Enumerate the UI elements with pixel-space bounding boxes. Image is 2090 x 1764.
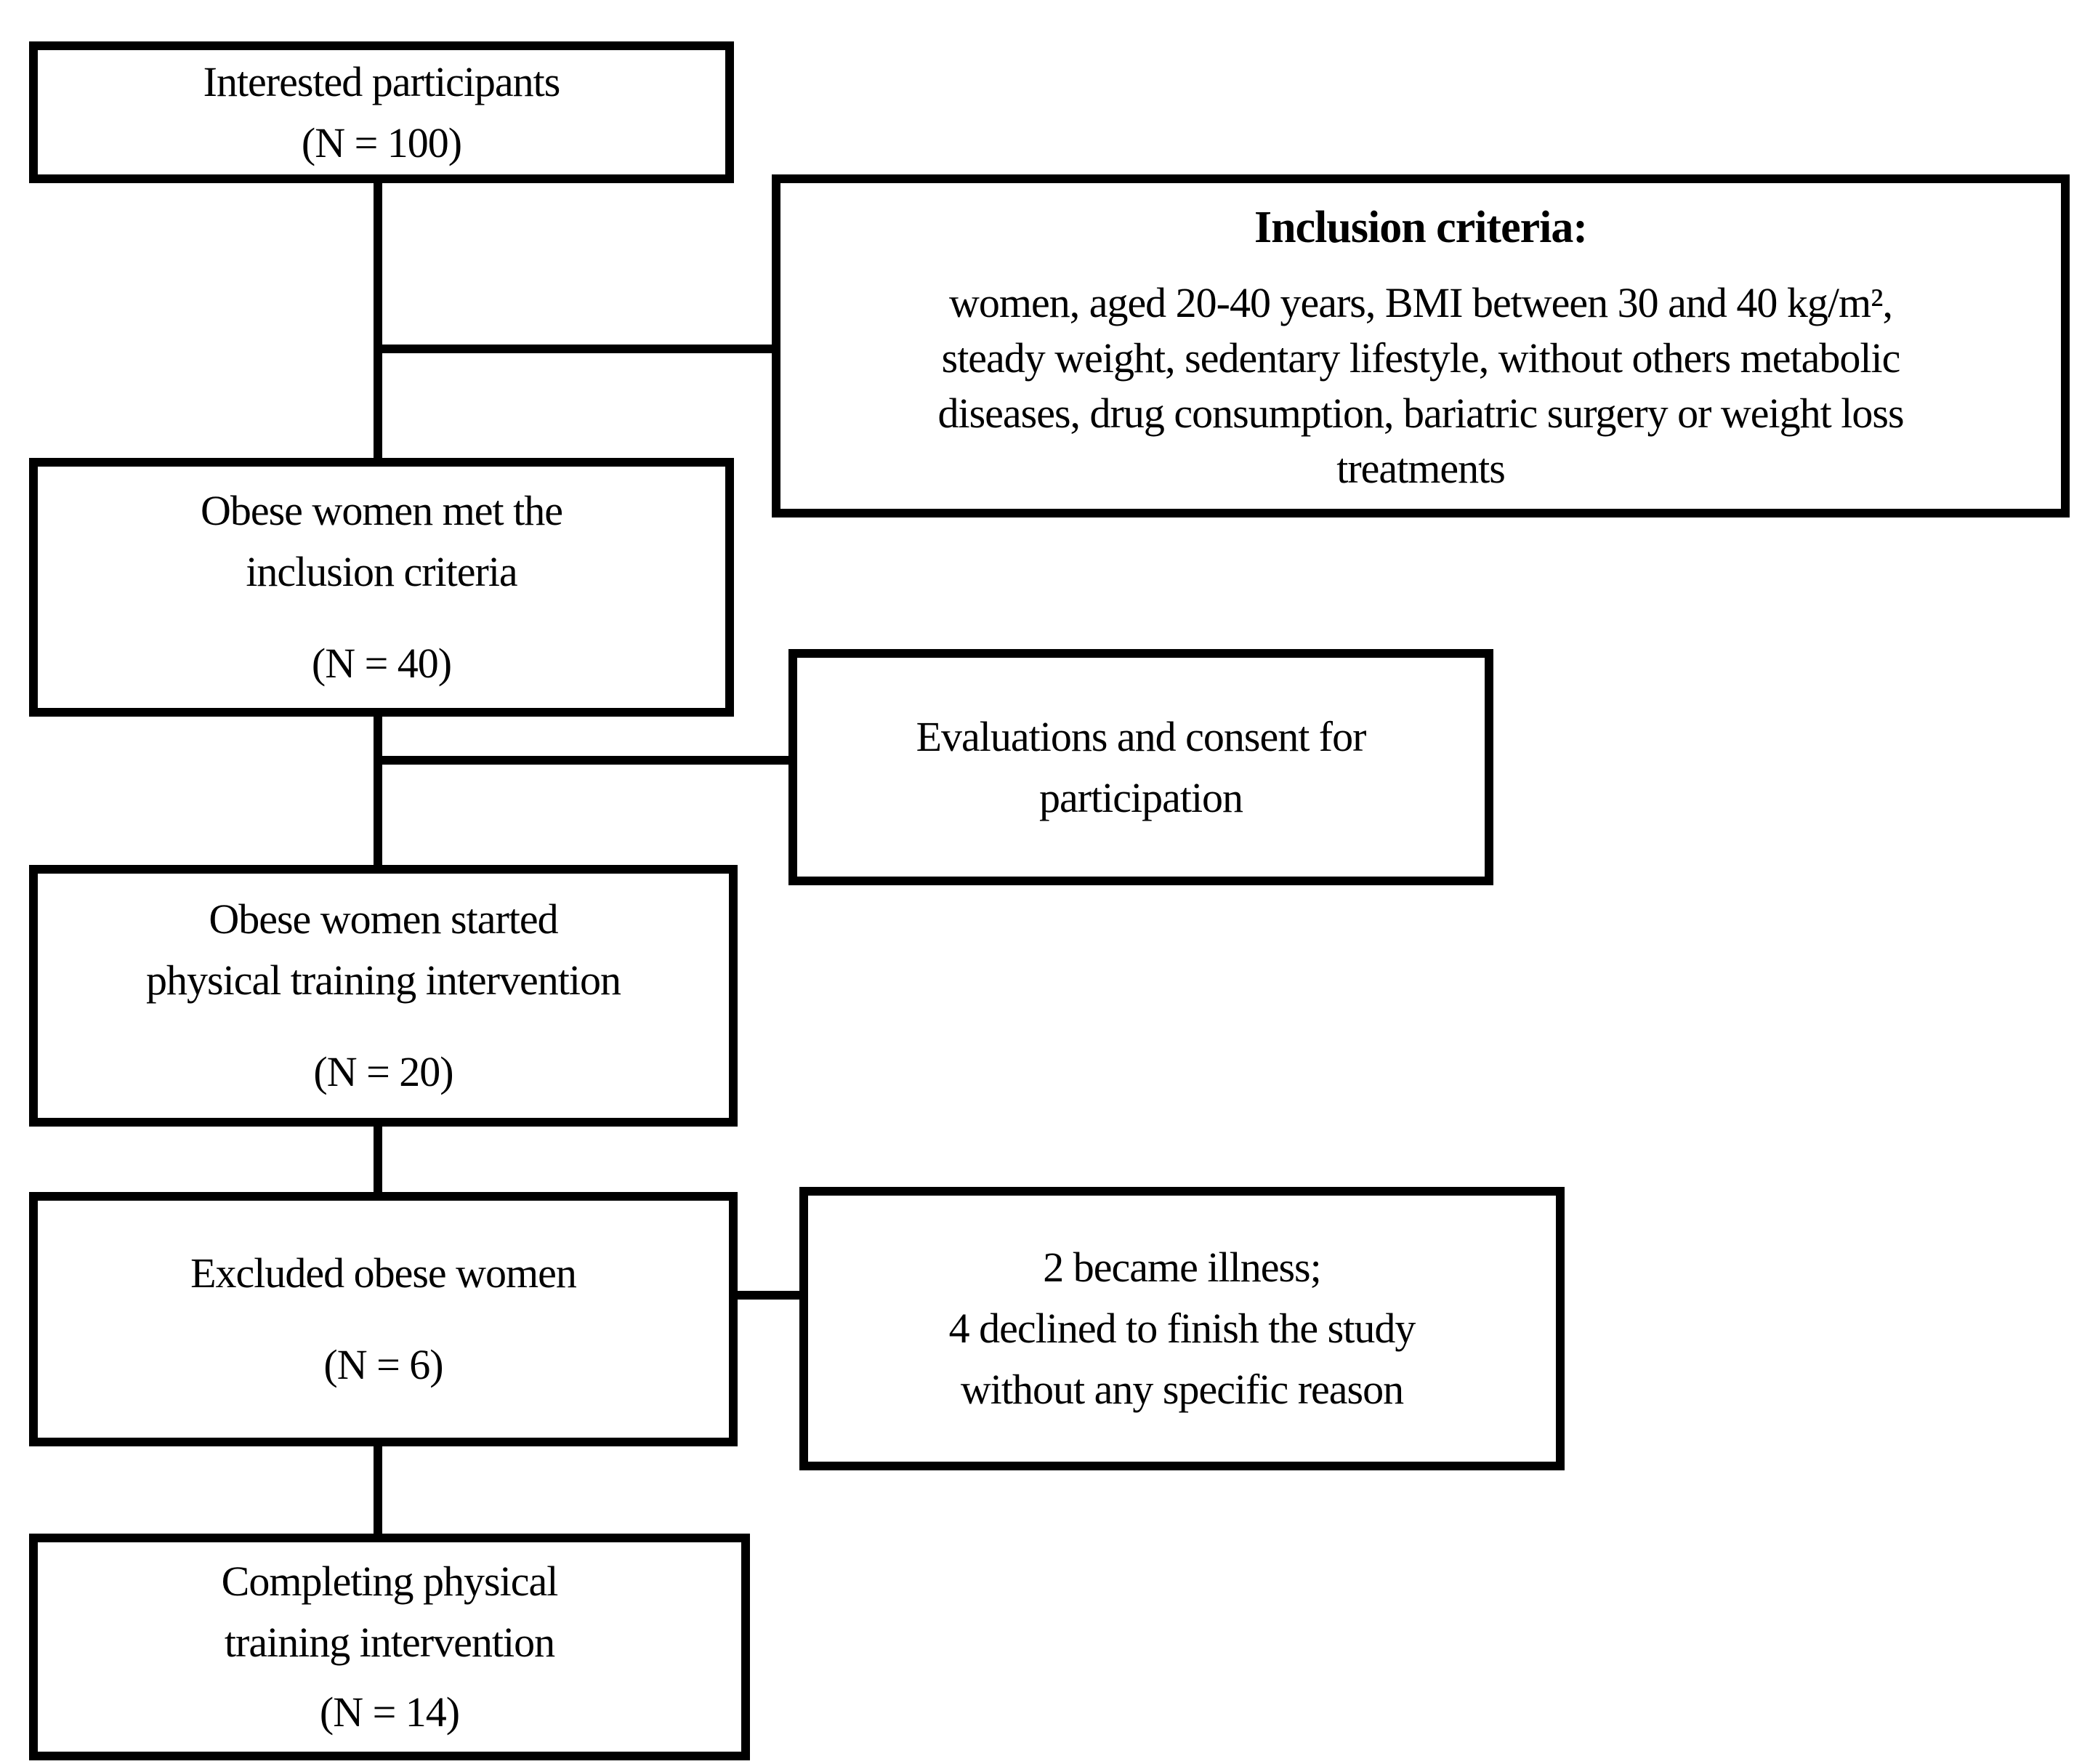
node-exclusion-reasons: 2 became illness; 4 declined to finish t… [799, 1187, 1565, 1470]
node-count: (N = 20) [313, 1048, 453, 1095]
node-count: (N = 100) [301, 118, 462, 166]
criteria-line: treatments [1336, 445, 1506, 492]
node-label: Completing physical [221, 1558, 559, 1605]
connector-branch-inclusion-criteria [374, 345, 778, 353]
node-completing-intervention: Completing physical training interventio… [29, 1534, 750, 1760]
reason-line: 4 declined to finish the study [948, 1305, 1416, 1352]
node-label: Excluded obese women [190, 1249, 577, 1297]
connector-excluded-to-completing [374, 1442, 382, 1538]
connector-started-to-excluded [374, 1122, 382, 1196]
node-excluded-women: Excluded obese women (N = 6) [29, 1192, 738, 1446]
criteria-line: diseases, drug consumption, bariatric su… [937, 390, 1904, 437]
node-evaluations-consent: Evaluations and consent for participatio… [788, 649, 1493, 885]
node-inclusion-criteria: Inclusion criteria: women, aged 20-40 ye… [772, 174, 2070, 517]
criteria-line: women, aged 20-40 years, BMI between 30 … [948, 279, 1893, 326]
node-interested-participants: Interested participants (N = 100) [29, 41, 734, 183]
node-label: Interested participants [203, 57, 561, 105]
node-label: inclusion criteria [246, 548, 517, 595]
criteria-line: steady weight, sedentary lifestyle, with… [941, 334, 1901, 382]
node-label: Obese women started [209, 895, 558, 943]
connector-branch-evaluations [374, 756, 794, 765]
node-label: Obese women met the [200, 487, 563, 534]
node-count: (N = 14) [319, 1688, 460, 1736]
reason-line: without any specific reason [960, 1366, 1404, 1413]
inclusion-criteria-body: women, aged 20-40 years, BMI between 30 … [937, 275, 1904, 496]
node-label: participation [1038, 773, 1243, 821]
connector-met-to-started [374, 712, 382, 869]
node-met-inclusion-criteria: Obese women met the inclusion criteria (… [29, 458, 734, 717]
node-label: physical training intervention [146, 956, 621, 1004]
node-label: Evaluations and consent for [916, 712, 1367, 760]
connector-branch-reasons [733, 1291, 805, 1300]
connector-interested-to-met [374, 182, 382, 465]
inclusion-criteria-title: Inclusion criteria: [1254, 203, 1588, 252]
node-label: training intervention [224, 1619, 555, 1666]
node-count: (N = 6) [323, 1341, 443, 1388]
node-count: (N = 40) [311, 640, 452, 687]
node-started-intervention: Obese women started physical training in… [29, 865, 738, 1127]
reason-line: 2 became illness; [1043, 1244, 1321, 1291]
